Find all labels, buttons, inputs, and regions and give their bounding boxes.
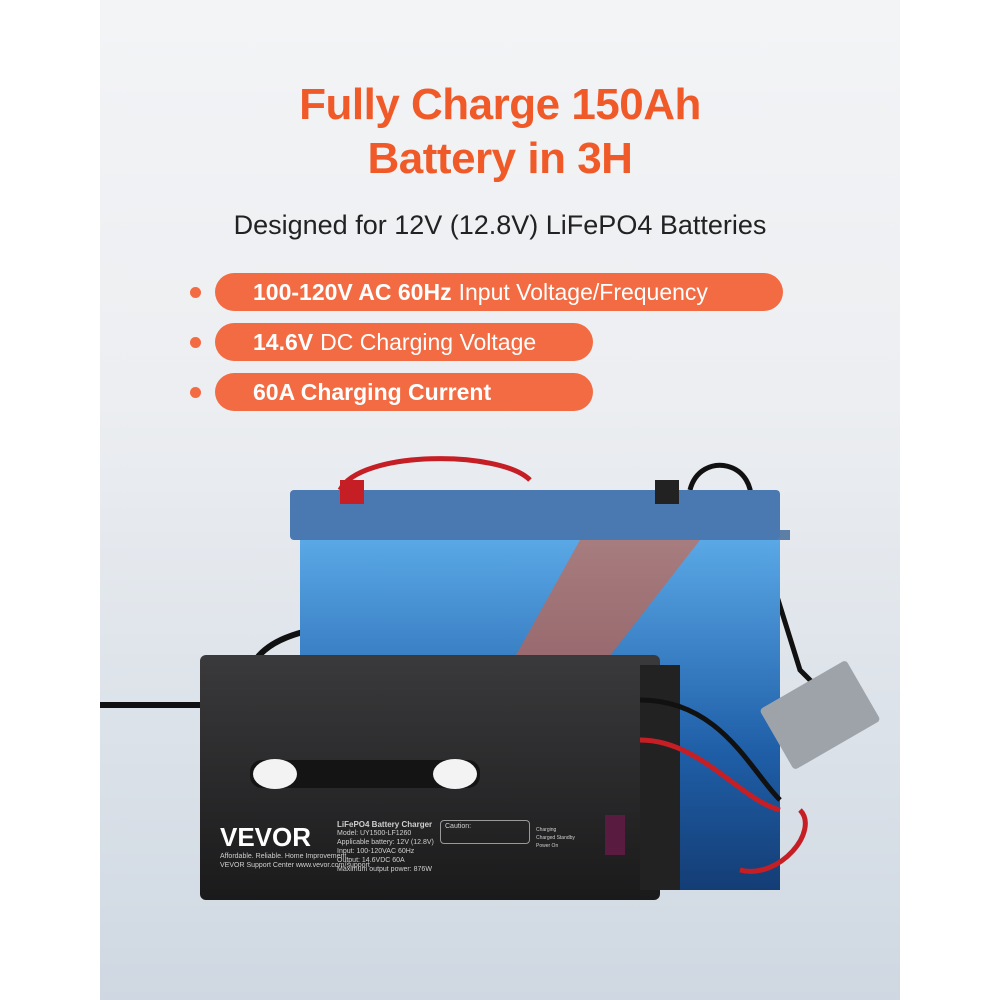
product-name: LiFePO4 Battery Charger — [337, 820, 433, 829]
feature-current: 60A Charging Current — [190, 372, 593, 412]
negative-terminal-icon — [655, 480, 679, 504]
feature-text: DC Charging Voltage — [320, 328, 537, 355]
caution-box: Caution: — [440, 820, 530, 844]
feature-text: Input Voltage/Frequency — [458, 278, 708, 305]
positive-terminal-icon — [340, 480, 364, 504]
brand-tagline: Affordable. Reliable. Home Improvement. — [220, 853, 349, 860]
feature-bold: 14.6V — [253, 328, 314, 355]
bullet-icon — [190, 386, 201, 398]
vevor-logo: VEVOR — [220, 822, 312, 852]
subtitle: Designed for 12V (12.8V) LiFePO4 Batteri… — [233, 210, 767, 240]
feature-bold: 60A Charging Current — [253, 378, 492, 405]
spec-line: Input: 100-120VAC 60Hz — [337, 848, 415, 855]
anderson-connector — [760, 661, 880, 769]
charger-battery-illustration — [100, 456, 880, 900]
product-image-panel: Fully Charge 150Ah Battery in 3H Designe… — [100, 0, 900, 1000]
brand-support: VEVOR Support Center www.vevor.com/suppo… — [220, 862, 370, 869]
spec-line: Output: 14.6VDC 60A — [337, 857, 405, 864]
indicator-standby: Charged Standby — [536, 835, 575, 841]
caution-title: Caution: — [445, 823, 472, 830]
bullet-icon — [190, 336, 201, 348]
indicator-legend: Charging Charged Standby Power On — [536, 826, 575, 850]
carry-handle — [250, 760, 480, 788]
indicator-charging: Charging — [536, 827, 557, 833]
bullet-icon — [190, 286, 201, 298]
feature-bold: 100-120V AC 60Hz — [253, 278, 452, 305]
indicator-power: Power On — [536, 843, 559, 849]
headline-line-1: Fully Charge 150Ah — [299, 80, 701, 129]
spec-line: Model: UY1500-LF1260 — [337, 830, 412, 837]
display-icon — [605, 815, 625, 855]
spec-line: Applicable battery: 12V (12.8V) — [337, 839, 434, 846]
charger-brand-block: VEVOR Affordable. Reliable. Home Improve… — [220, 822, 370, 870]
spec-line: Maximum output power: 876W — [337, 866, 432, 873]
headline-line-2: Battery in 3H — [367, 134, 633, 183]
headline: Fully Charge 150Ah Battery in 3H — [100, 78, 900, 186]
charger-spec-block: LiFePO4 Battery Charger Model: UY1500-LF… — [337, 820, 434, 874]
feature-pill: 60A Charging Current — [215, 373, 593, 411]
